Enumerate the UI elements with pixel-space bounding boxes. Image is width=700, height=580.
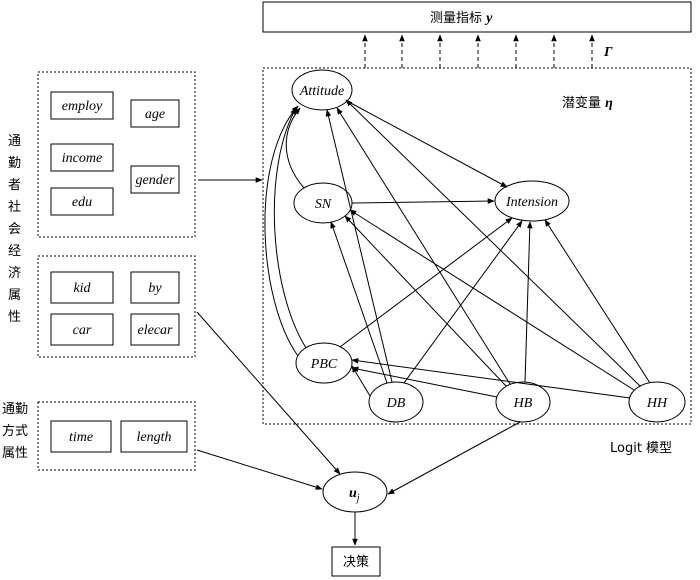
mode-group-box [37,401,196,471]
node-hb-label: HB [513,396,533,411]
socio-title-char: 者 [8,178,21,193]
var-length-label: length [137,430,172,445]
socio-title: 通 勤 者 社 会 经 济 属 性 [8,134,21,325]
var-kid [50,271,114,304]
mode-title-line: 属性 [2,446,28,461]
var-age [130,99,180,128]
var-employ [50,91,114,120]
gamma-label: Γ [603,45,613,60]
var-car-label: car [73,323,92,338]
mode-title-line: 方式 [2,423,28,439]
latent-label: 潜变量 η [562,95,613,111]
node-intension [494,180,570,222]
edge-hh-pbc [351,358,631,399]
socio-title-char: 属 [8,288,21,303]
var-age-label: age [145,107,165,122]
edge-hh-sn [349,209,635,391]
var-elecar [130,313,180,346]
var-by [130,271,180,304]
node-hb [495,381,551,423]
var-income [50,143,114,172]
var-edu [50,187,114,216]
latent-edges [264,99,651,399]
edge-hb-utility [387,421,521,495]
node-db-label: DB [386,396,406,411]
edge-attitude-intension [346,100,508,188]
node-attitude [291,69,353,111]
node-hh-label: HH [646,396,668,411]
node-sn-label: SN [315,197,332,212]
node-utility-label: uj [349,486,360,504]
mode-title: 通勤 方式 属性 [2,402,28,461]
var-car [50,313,114,346]
edge-mode-utility [196,449,323,490]
edge-db-attitude [325,109,393,383]
var-time-label: time [69,430,93,445]
var-by-label: by [148,281,162,296]
node-hh [628,381,686,423]
var-employ-label: employ [62,99,103,114]
node-pbc-label: PBC [310,357,338,372]
var-income-label: income [62,151,102,166]
measurement-box [262,1,692,33]
edge-db-sn [330,221,388,384]
edge-sn-intension [351,198,495,204]
socio-title-char: 社 [8,199,21,215]
edge-sn-attitude [285,107,305,189]
var-kid-label: kid [73,281,91,296]
edge-hb-sn [344,215,507,387]
socio-group-box-1 [37,71,196,238]
edge-pbc-attitude-2 [264,105,299,357]
measurement-arrows [362,34,595,68]
decision-box [331,546,381,577]
socio-title-char: 会 [8,222,21,237]
edge-hh-intension [544,219,651,384]
edge-hb-intension [524,221,533,383]
edge-socio2-utility [196,311,341,475]
var-time [50,420,112,453]
var-length [120,420,188,453]
var-gender [130,165,180,194]
mode-title-line: 通勤 [2,402,28,417]
edge-hb-pbc [351,366,498,398]
node-attitude-label: Attitude [299,84,344,99]
socio-title-char: 勤 [8,156,21,171]
socio-group-box-2 [37,255,196,358]
logit-label: Logit 模型 [610,441,672,456]
decision-label: 决策 [343,554,369,570]
edge-hh-attitude [345,99,641,387]
socio-title-char: 通 [8,134,21,149]
measurement-label: 测量指标 y [430,11,493,26]
edge-hb-attitude [336,107,511,385]
edge-db-pbc [351,365,371,397]
node-db [368,381,424,423]
var-gender-label: gender [136,173,175,188]
socio-title-char: 经 [8,244,21,259]
latent-region [262,67,692,425]
var-edu-label: edu [72,195,92,210]
var-elecar-label: elecar [138,323,174,338]
edge-pbc-attitude [273,107,307,349]
edge-db-intension [403,220,523,384]
edge-pbc-intension [339,217,513,348]
node-intension-label: Intension [505,195,558,210]
socio-title-char: 性 [8,310,21,325]
socio-title-char: 济 [8,266,21,281]
